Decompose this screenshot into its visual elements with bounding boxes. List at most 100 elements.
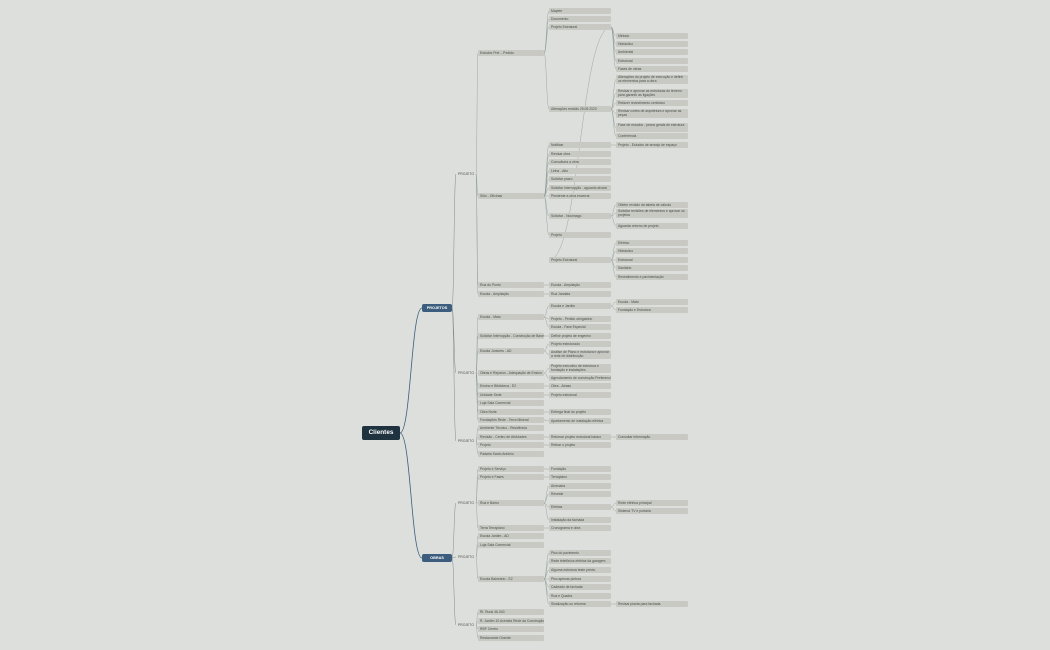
mind-map-topic[interactable]: Obra Norte [478,409,544,415]
mind-map-topic[interactable]: Estrutural [616,257,688,263]
mind-map-topic[interactable]: Revisar cortes de arquitetura e aprovar … [616,109,688,118]
group-label[interactable]: PROJETO [458,371,474,375]
mind-map-topic[interactable]: Solicitar Interrupção - Construção de Ba… [478,333,544,339]
mind-map-topic[interactable]: Rua do Ponto [478,282,544,288]
mind-map-topic[interactable]: Solicitar prazo [549,176,611,182]
mind-map-topic[interactable]: Piso apenas pintura [549,576,611,582]
mind-map-topic[interactable]: Agendamento de construção Preferencial [549,375,611,381]
mind-map-topic[interactable]: Obras e Reparos - Adequação de Ensino [478,370,544,376]
mind-map-topic[interactable]: Rede elétrica principal [616,500,688,506]
mind-map-topic[interactable]: Solicitar - Nocimago [549,213,611,219]
mind-map-topic[interactable]: Instalação da fachada [549,517,611,523]
mind-map-topic[interactable]: Projeto [549,232,611,238]
mind-map-topic[interactable]: Fundação [549,466,611,472]
mind-map-topic[interactable]: Apartamento de instalação elétrica [549,418,611,424]
mind-map-topic[interactable]: Escola - Mato [478,314,544,320]
mind-map-topic[interactable]: Documento [549,16,611,22]
mind-map-topic[interactable]: Projeto Estrutural [549,257,611,263]
mind-map-topic[interactable]: Projeto estrutural [549,392,611,398]
mind-map-topic[interactable]: Sistema TV e portaria [616,508,688,514]
mind-map-topic[interactable]: Loja Sala Comercial [478,542,544,548]
mind-map-topic[interactable]: Rua e Quadra [549,593,611,599]
mind-map-topic[interactable]: Terraplano [549,474,611,480]
mind-map-topic[interactable]: Revisão - Centro de Atividades [478,434,544,440]
mind-map-topic[interactable]: Método [616,33,688,39]
group-label[interactable]: PROJETO [458,172,474,176]
mind-map-topic[interactable]: RBF Centro [478,626,544,632]
mind-map-topic[interactable]: Fundação e Estrutura [616,307,688,313]
mind-map-topic[interactable]: Sinalização ou reforma [549,601,611,607]
branch-projetos[interactable]: PROJETOS [422,304,452,312]
mind-map-topic[interactable]: Revisar e aprovar as estruturas do terre… [616,89,688,98]
group-label[interactable]: PROJETO [458,623,474,627]
mind-map-topic[interactable]: Aguarda retorno de projeto [616,223,688,229]
mind-map-topic[interactable]: Revestimento e pavimentação [616,274,688,280]
mind-map-topic[interactable]: Conferência [616,133,688,139]
mind-map-topic[interactable]: Entrega final do projeto [549,409,611,415]
mind-map-topic[interactable]: Unidade Sede [478,392,544,398]
mind-map-topic[interactable]: Linha - Alto [549,168,611,174]
mind-map-topic[interactable]: Revisar planta para fachada [616,601,688,607]
mind-map-topic[interactable]: Refazer revestimento cerâmico [616,100,688,106]
mind-map-topic[interactable]: Projeto [478,442,544,448]
mind-map-topic[interactable]: Projeto e Serviço [478,466,544,472]
mind-map-topic[interactable]: Mapeie [549,8,611,14]
mind-map-topic[interactable]: Escola Jardim - AD [478,533,544,539]
mind-map-topic[interactable]: Fundações Rede - Terra Mineral [478,417,544,423]
mind-map-topic[interactable]: Retirar o projeto [549,442,611,448]
mind-map-topic[interactable]: Projeto - Pedido obrigatório [549,316,611,322]
mind-map-topic[interactable]: Escola - Fase Especial [549,324,611,330]
mind-map-topic[interactable]: Obra - Atraso [549,383,611,389]
branch-obras[interactable]: OBRAS [422,554,452,562]
mind-map-topic[interactable]: Rl. Rural 46.040 [478,609,544,615]
mind-map-topic[interactable]: Revestir [549,491,611,497]
mind-map-topic[interactable]: Alguma estrutura teste prévio [549,567,611,573]
mind-map-topic[interactable]: Projeto executivo de estrutura e fundaçã… [549,364,611,373]
mind-map-topic[interactable]: Cadeado de fachada [549,584,611,590]
mind-map-topic[interactable]: Ensino e Biblioteca - E2 [478,383,544,389]
mind-map-topic[interactable]: Escola e Jardim [549,303,611,309]
mind-map-topic[interactable]: Rede telefônica elétrica da garagem [549,558,611,564]
mind-map-topic[interactable]: Definir projeto de engenho [549,333,611,339]
mind-map-topic[interactable]: Hidráulico [616,248,688,254]
root-node[interactable]: Clientes [362,426,400,440]
mind-map-topic[interactable]: Alterações do projeto de execução e defi… [616,75,688,84]
mind-map-topic[interactable]: Rua Jandaia [549,291,611,297]
mind-map-topic[interactable]: Projeto - Estudos de arranjo de espaço [616,142,688,148]
mind-map-topic[interactable]: Sanitário [616,265,688,271]
mind-map-topic[interactable]: Escola - Ampliação [478,291,544,297]
mind-map-topic[interactable]: Alvenaria [549,483,611,489]
mind-map-topic[interactable]: Sítio - Oficinas [478,193,544,199]
mind-map-topic[interactable]: Consultar informação [616,434,688,440]
mind-map-topic[interactable]: Ambiente Técnico - Residência [478,425,544,431]
mind-map-topic[interactable]: Elétrico [616,240,688,246]
mind-map-topic[interactable]: Retomar projeto estrutural básico [549,434,611,440]
mind-map-topic[interactable]: Estrutural [616,58,688,64]
mind-map-topic[interactable]: Projeto estruturado [549,341,611,347]
mind-map-topic[interactable]: Escola - Mato [616,299,688,305]
mind-map-topic[interactable]: Cronograma e obra [549,525,611,531]
mind-map-topic[interactable]: Escola - Ampliação [549,282,611,288]
mind-map-topic[interactable]: Obtém revisão da tabela de cálculo [616,202,688,208]
mind-map-topic[interactable]: Alterações revisão 25.05.2020 [549,106,611,112]
mind-map-topic[interactable]: Solicitar revisões de elementos e aprova… [616,209,688,218]
mind-map-topic[interactable]: Notificar [549,142,611,148]
group-label[interactable]: PROJETO [458,439,474,443]
mind-map-topic[interactable]: Estudos Prel. - Pedido [478,50,544,56]
mind-map-topic[interactable]: Hidráulico [616,41,688,47]
mind-map-topic[interactable]: Projeto e Fases [478,474,544,480]
mind-map-topic[interactable]: Ambiental [616,49,688,55]
mind-map-topic[interactable]: Escola Juniores - AD [478,348,544,354]
mind-map-topic[interactable]: Pendente a obra encerrar [549,193,611,199]
mind-map-topic[interactable]: Análise de Plano e estrutura e aprovar a… [549,350,611,359]
mind-map-topic[interactable]: Padaria Santo Antônio [478,451,544,457]
mind-map-topic[interactable]: Projeto Estrutural [549,24,611,30]
mind-map-topic[interactable]: Loja Sala Comercial [478,400,544,406]
mind-map-topic[interactable]: Consultoria a obra [549,159,611,165]
mind-map-topic[interactable]: Escola Balneário - E2 [478,576,544,582]
mind-map-topic[interactable]: Piso do pavimento [549,550,611,556]
mind-map-topic[interactable]: Restaurante Grande [478,635,544,641]
group-label[interactable]: PROJETO [458,555,474,559]
mind-map-topic[interactable]: Elétrica [549,504,611,510]
mind-map-topic[interactable]: Terra Terraplano [478,525,544,531]
